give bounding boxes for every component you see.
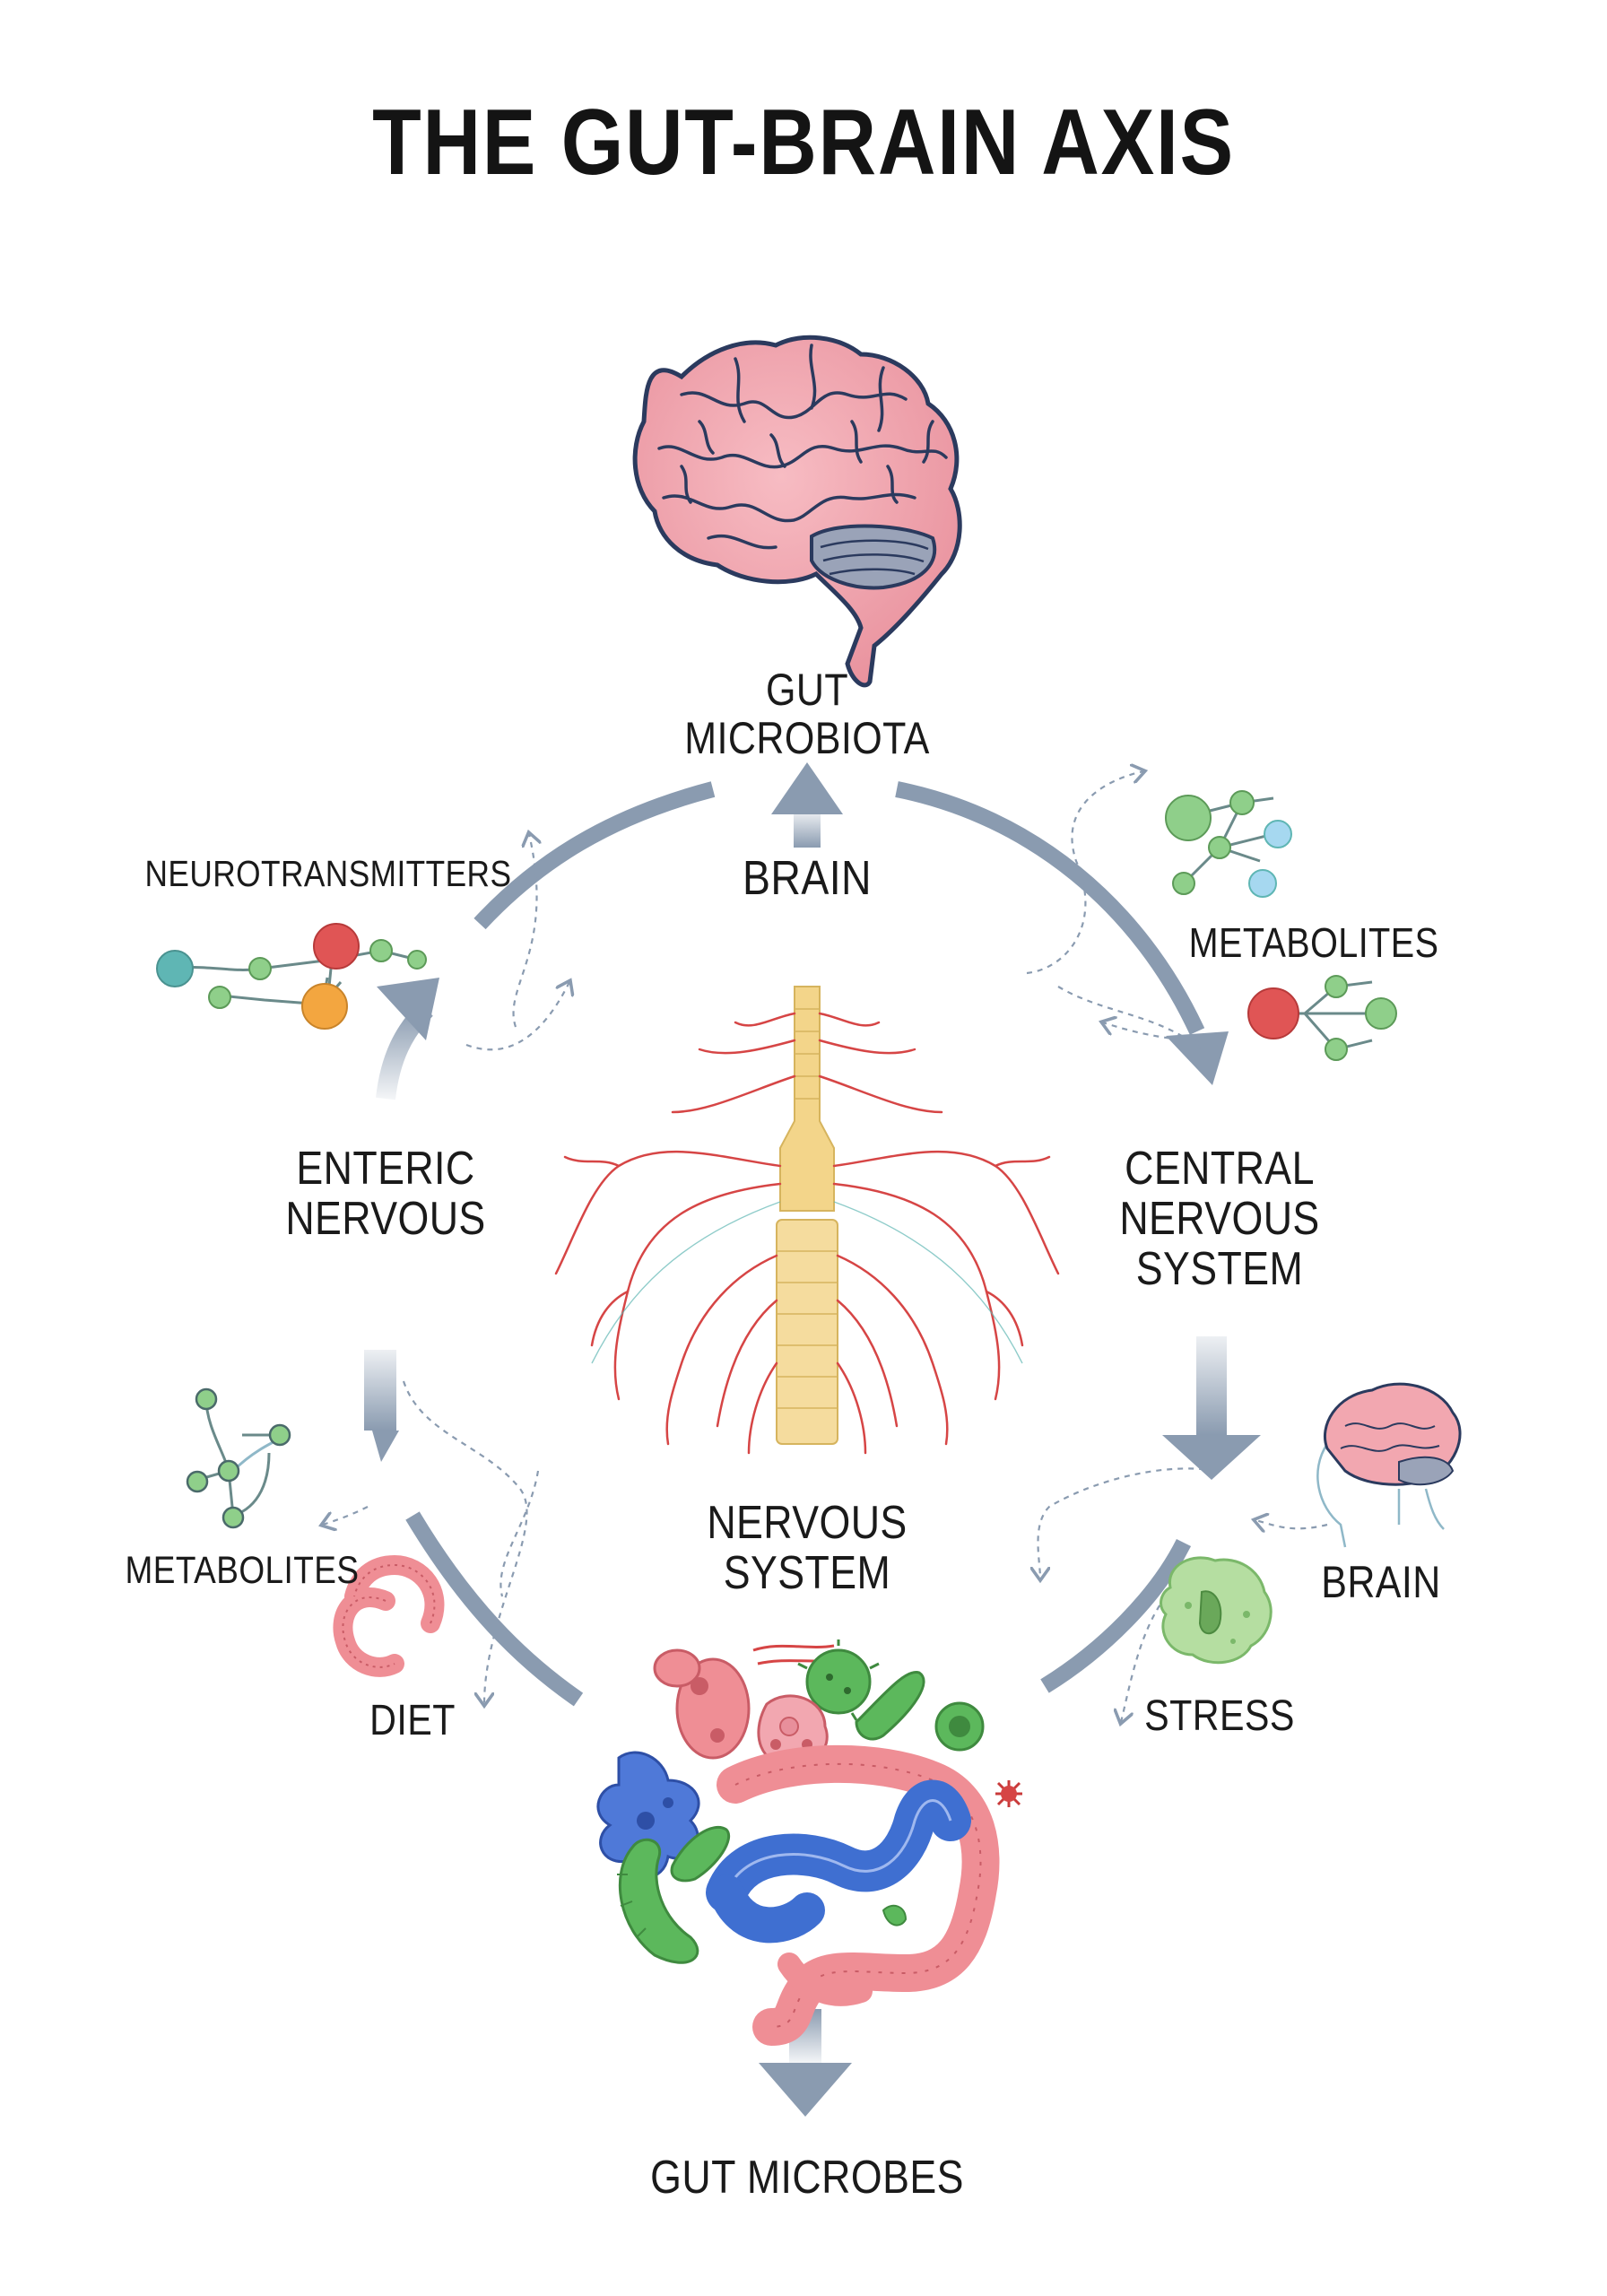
label-neurotransmitters: NEUROTRANSMITTERS bbox=[144, 853, 512, 894]
diagram-title: THE GUT-BRAIN AXIS bbox=[372, 91, 1235, 195]
spinal-cord-nerves-illustration-icon bbox=[554, 986, 1060, 1455]
gut-microbes-intestine-illustration-icon bbox=[596, 1639, 1022, 2046]
arrow-down-cns bbox=[1162, 1336, 1261, 1480]
head-brain-icon bbox=[1316, 1382, 1462, 1548]
label-enteric-nervous: ENTERIC NERVOUS bbox=[285, 1143, 486, 1246]
metabolites-network-icon-top bbox=[1165, 790, 1292, 898]
label-brain-top: BRAIN bbox=[742, 851, 873, 905]
arrowhead-right-down bbox=[1166, 1031, 1229, 1085]
label-brain-right: BRAIN bbox=[1321, 1557, 1441, 1607]
label-stress: STRESS bbox=[1144, 1692, 1295, 1740]
label-central-nervous-system: CENTRAL NERVOUS SYSTEM bbox=[1119, 1143, 1320, 1296]
arrow-left-faded bbox=[364, 1350, 399, 1462]
label-metabolites-left: METABOLITES bbox=[125, 1549, 360, 1592]
arrow-up-brain bbox=[771, 762, 843, 848]
dashed-connectors bbox=[323, 771, 1328, 1722]
brain-illustration-icon bbox=[632, 335, 962, 688]
diet-icon bbox=[333, 1554, 445, 1677]
label-diet: DIET bbox=[369, 1697, 456, 1744]
stress-cell-icon bbox=[1160, 1556, 1273, 1665]
arrow-up-enteric bbox=[376, 978, 439, 1100]
metabolites-network-icon-bottom bbox=[1247, 975, 1397, 1061]
cycle-arrows bbox=[405, 781, 1205, 1707]
label-gut-microbiota: GUT MICROBIOTA bbox=[684, 665, 930, 763]
label-nervous-system: NERVOUS SYSTEM bbox=[707, 1497, 908, 1600]
neurotransmitters-network-icon bbox=[156, 923, 427, 1030]
label-metabolites-right: METABOLITES bbox=[1188, 919, 1439, 966]
metabolites-network-icon-left bbox=[186, 1387, 291, 1529]
label-gut-microbes: GUT MICROBES bbox=[650, 2152, 964, 2204]
